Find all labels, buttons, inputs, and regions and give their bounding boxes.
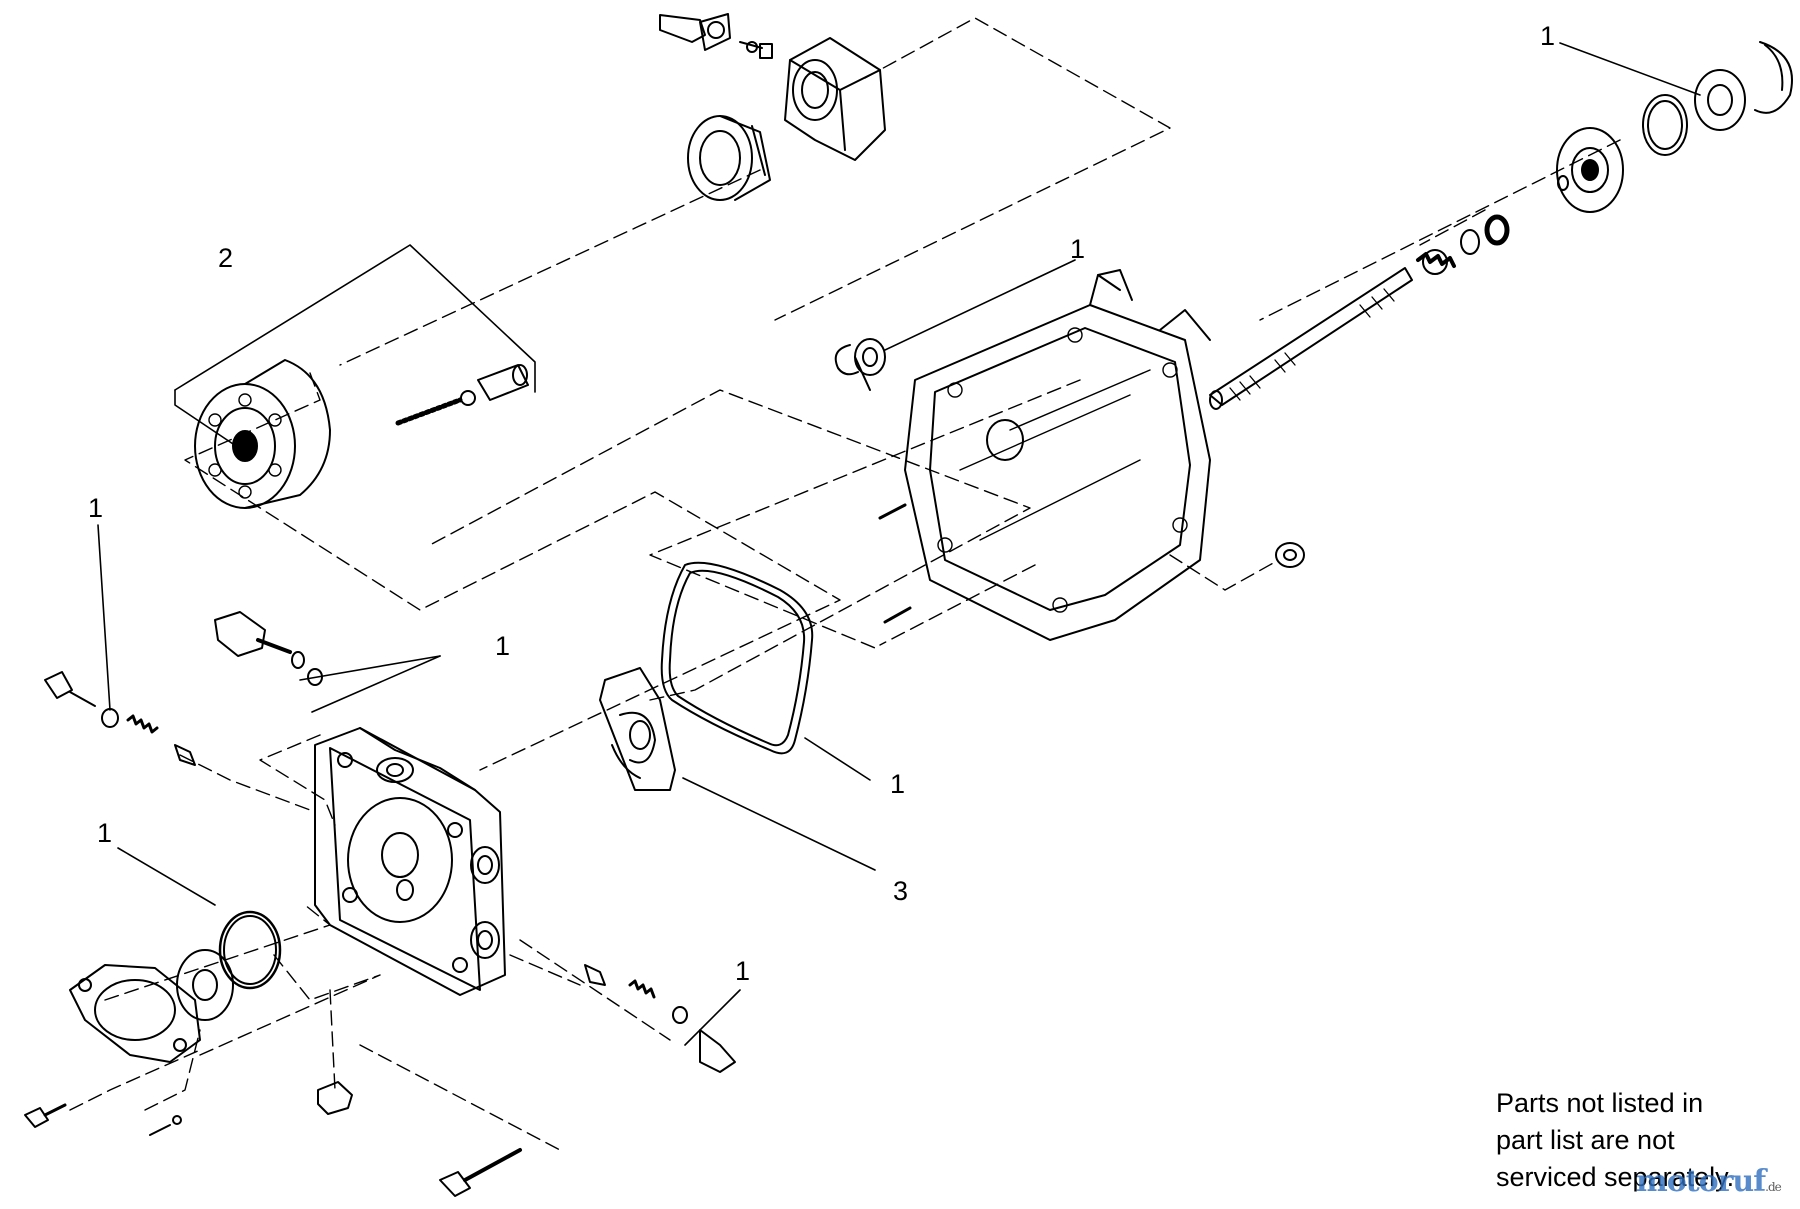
control-arm-assembly [659,13,773,59]
spring-pin-set [395,364,529,426]
swashplate-housing [784,37,886,161]
check-valve-plug-bottom [584,964,736,1073]
callout-2: 2 [218,243,233,273]
small-dowel [149,1115,182,1136]
drain-plug [317,1081,353,1115]
service-note-line: serviced separately. [1496,1162,1735,1192]
leader-lines [97,42,1701,1046]
charge-pump-gerotor [176,949,234,1021]
check-valve-plug-top [44,671,196,766]
callout-3: 3 [893,876,908,906]
watermark-suffix: .de [1765,1180,1782,1194]
relief-valve-cartridge [214,611,323,686]
shaft-bearing [1556,127,1624,213]
pump-housing [904,269,1211,641]
end-cap [314,727,506,996]
cylinder-block [194,359,331,509]
callout-1-left-top: 1 [88,493,103,523]
end-cover [69,964,201,1063]
drive-shaft [1209,267,1413,410]
service-note-line: part list are not [1496,1125,1675,1155]
callout-1-shaft-seal: 1 [1070,234,1085,264]
housing-gasket [660,561,814,755]
valve-plate [599,667,676,791]
watermark-text: motoruf [1636,1164,1766,1199]
end-cap-oring [218,910,282,990]
housing-dowel-pins [878,503,912,624]
callout-1-bottom: 1 [735,956,750,986]
callout-numbers: 1 2 1 1 1 1 3 1 1 [88,21,1555,986]
mounting-bolt [439,1148,522,1197]
cover-screw [24,1103,67,1128]
callout-1-gasket: 1 [890,769,905,799]
shaft-seal [854,338,886,391]
housing-nut [1275,542,1305,568]
callout-1-top-right: 1 [1540,21,1555,51]
service-note: Parts not listed in part list are not se… [1496,1085,1796,1196]
callout-1-left-oring: 1 [97,818,112,848]
watermark-logo: motoruf.de [1636,1164,1782,1199]
assembly-dashed-lines [69,17,1621,1151]
shaft-washers [1460,214,1510,255]
bearing-cradle [687,115,771,201]
retaining-rings-right [1642,41,1793,156]
service-note-line: Parts not listed in [1496,1088,1704,1118]
seal-retaining-ring [834,344,859,376]
shaft-spring [1416,249,1456,275]
callout-1-relief: 1 [495,631,510,661]
